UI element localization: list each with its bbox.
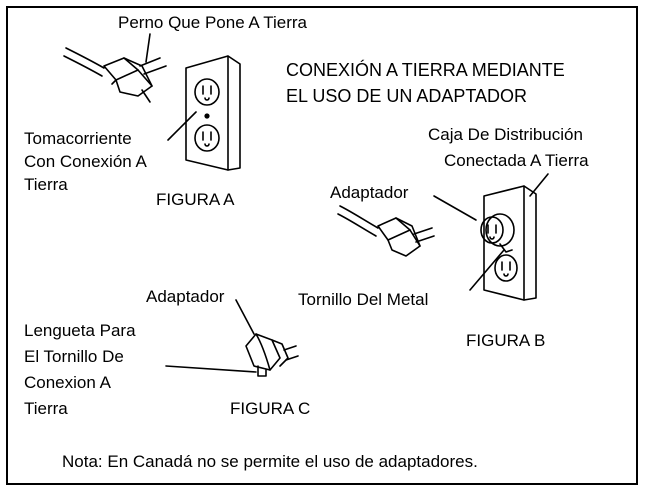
- grounding-tab-label-line3: Conexion A: [24, 373, 111, 392]
- grounded-outlet-label-line1: Tomacorriente: [24, 129, 132, 148]
- distribution-box-label-line1: Caja De Distribución: [428, 125, 583, 144]
- figure-b-caption: FIGURA B: [466, 331, 546, 350]
- wall-outlet-b: [480, 185, 537, 301]
- grounding-tab-label-line2: El Tornillo De: [24, 347, 124, 366]
- diagram-title-line1: CONEXIÓN A TIERRA MEDIANTE: [286, 60, 565, 80]
- figure-c-caption: FIGURA C: [230, 399, 311, 418]
- diagram-title-line2: EL USO DE UN ADAPTADOR: [286, 86, 528, 106]
- metal-screw-leader: [469, 249, 505, 291]
- wall-outlet-a: [185, 55, 241, 171]
- canada-note: Nota: En Canadá no se permite el uso de …: [62, 452, 478, 471]
- distribution-box-leader: [529, 173, 549, 197]
- grounding-tab-leader: [165, 365, 257, 373]
- grounding-pin-leader: [145, 33, 151, 63]
- adapter-b-label: Adaptador: [330, 183, 409, 202]
- figure-a-caption: FIGURA A: [156, 190, 235, 209]
- adapter-b-leader: [433, 195, 477, 221]
- grounded-plug-illustration: [63, 47, 167, 103]
- distribution-box-label-line2: Conectada A Tierra: [444, 151, 589, 170]
- grounded-outlet-label-line3: Tierra: [24, 175, 68, 194]
- grounding-pin-label: Perno Que Pone A Tierra: [118, 13, 308, 32]
- grounded-outlet-label-line2: Con Conexión A: [24, 152, 147, 171]
- metal-screw-label: Tornillo Del Metal: [298, 290, 429, 309]
- adapter-illustration-c: [245, 333, 299, 377]
- diagram-frame: [6, 6, 638, 485]
- adapter-c-label: Adaptador: [146, 287, 225, 306]
- adapter-c-leader: [235, 299, 255, 335]
- grounding-tab-label-line4: Tierra: [24, 399, 68, 418]
- grounded-outlet-leader: [167, 111, 197, 141]
- grounding-tab-label-line1: Lengueta Para: [24, 321, 136, 340]
- plug-illustration-b: [337, 205, 435, 257]
